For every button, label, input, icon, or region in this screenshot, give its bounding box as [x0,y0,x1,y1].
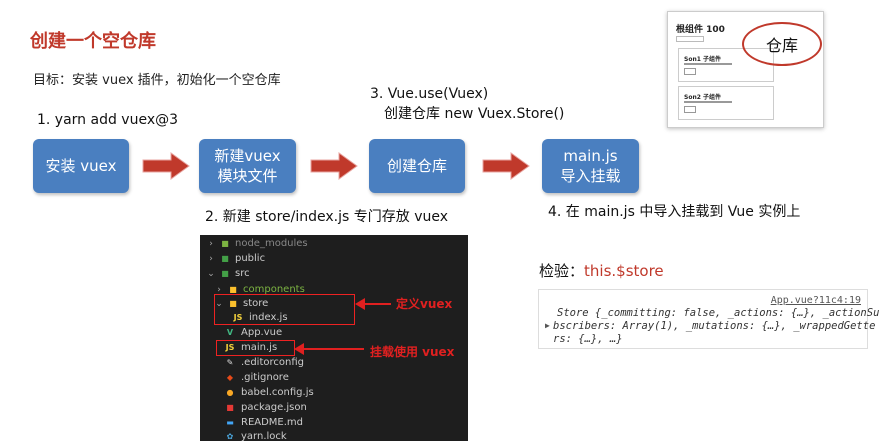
store-callout-label: 仓库 [765,36,798,55]
flow-box-create-store: 创建仓库 [369,139,465,193]
flow-box-import-mount: main.js 导入挂载 [542,139,639,193]
tree-item-package-json[interactable]: ■ package.json [200,400,490,415]
console-line-3: rs: {…}, …} [553,333,623,345]
flow-box-new-module: 新建vuex 模块文件 [199,139,296,193]
arrow-left-define-icon [355,298,391,310]
babel-file-icon: ● [226,388,234,397]
tree-item-label: main.js [241,342,278,353]
config-file-icon: ✎ [226,358,234,367]
tree-item-label: public [235,253,266,264]
main-js-highlight-box [216,340,295,356]
thumbnail-root-title: 根组件 100 [676,25,725,35]
step3-label-line2: 创建仓库 new Vuex.Store() [384,106,565,122]
tree-item-store[interactable]: ⌄ ■ store [200,296,480,311]
flow-box-install-vuex: 安装 vuex [33,139,129,193]
tree-item-components[interactable]: › ■ components [200,282,480,297]
tree-item-gitignore[interactable]: ◆ .gitignore [200,370,490,385]
markdown-file-icon: ▬ [226,418,234,427]
file-explorer: › ■ node_modules › ■ public ⌄ ■ src › ■ … [200,235,468,442]
tree-item-yarn-lock[interactable]: ✿ yarn.lock [200,429,490,444]
folder-icon: ■ [229,285,237,294]
flow-box-create-store-label: 创建仓库 [386,157,447,175]
tree-item-label: .editorconfig [241,357,304,368]
folder-icon: ■ [221,239,229,248]
npm-file-icon: ■ [226,403,234,412]
tree-item-label: yarn.lock [241,431,287,442]
chevron-right-icon: › [217,284,221,295]
vue-file-icon: V [226,328,234,337]
tree-item-label: package.json [241,402,307,413]
js-file-icon: JS [233,313,243,322]
note-define-vuex: 定义vuex [396,297,453,311]
page-title: 创建一个空仓库 [30,31,156,52]
tree-item-public[interactable]: › ■ public [200,251,472,266]
tree-item-app-vue[interactable]: V App.vue [200,325,490,340]
tree-item-label: babel.config.js [241,387,314,398]
js-file-icon: JS [225,343,235,352]
tree-item-index-js[interactable]: JS index.js [200,310,498,325]
thumbnail-input [676,36,704,42]
store-highlight-box [214,294,355,325]
thumbnail-son1-line [684,63,732,65]
chevron-down-icon: ⌄ [207,268,215,279]
flow-arrow-2-icon [310,152,358,180]
thumbnail-son2: Son2 子组件 [678,86,774,120]
check-line: 检验：this.$store [539,260,664,281]
thumbnail-son2-title: Son2 子组件 [684,94,721,101]
tree-item-label: components [243,284,305,295]
thumbnail-son2-button [684,106,696,113]
thumbnail-son2-line [684,101,732,103]
arrow-left-mount-icon [294,343,364,355]
tree-item-editorconfig[interactable]: ✎ .editorconfig [200,355,490,370]
flow-box-install-vuex-label: 安装 vuex [45,157,117,175]
folder-icon: ■ [221,254,229,263]
check-label: 检验： [539,262,585,280]
console-output: App.vue?11c4:19 ▶ Store {_committing: fa… [538,289,879,349]
flow-box-new-module-line2: 模块文件 [217,167,278,185]
tree-item-label: node_modules [235,238,308,249]
tree-item-src[interactable]: ⌄ ■ src [200,266,472,281]
tree-item-readme[interactable]: ▬ README.md [200,415,490,430]
chevron-down-icon: ⌄ [215,298,223,309]
tree-item-main-js[interactable]: JS main.js [200,340,490,355]
console-line-2: bscribers: Array(1), _mutations: {…}, _w… [553,320,876,332]
flow-box-import-mount-line1: main.js [563,147,618,165]
store-callout-oval: 仓库 [742,22,822,66]
step2-label: 2. 新建 store/index.js 专门存放 vuex [205,209,449,225]
chevron-right-icon: › [209,238,213,249]
flow-arrow-1-icon [142,152,190,180]
tree-item-node-modules[interactable]: › ■ node_modules [200,236,472,251]
goal-text: 目标：安装 vuex 插件，初始化一个空仓库 [33,73,281,88]
component-tree-thumbnail: 根组件 100 Son1 子组件 Son2 子组件 仓库 [667,11,824,128]
check-value: this.$store [584,262,664,280]
expand-triangle-icon[interactable]: ▶ [545,321,550,330]
tree-item-label: src [235,268,250,279]
tree-item-label: index.js [249,312,288,323]
thumbnail-son1-button [684,68,696,75]
tree-item-label: store [243,298,269,309]
git-file-icon: ◆ [226,373,234,382]
step3-label-line1: 3. Vue.use(Vuex) [370,86,489,102]
tree-item-label: README.md [241,417,304,428]
console-line-1: Store {_committing: false, _actions: {…}… [557,307,879,319]
note-mount-vuex: 挂载使用 vuex [370,345,455,359]
flow-arrow-3-icon [482,152,530,180]
chevron-right-icon: › [209,253,213,264]
flow-box-new-module-line1: 新建vuex [214,147,281,165]
flow-box-import-mount-line2: 导入挂载 [560,167,621,185]
tree-item-label: .gitignore [241,372,289,383]
step1-label: 1. yarn add vuex@3 [37,112,179,128]
console-source-link[interactable]: App.vue?11c4:19 [770,295,861,306]
step4-label: 4. 在 main.js 中导入挂载到 Vue 实例上 [548,204,801,220]
tree-item-babel-config[interactable]: ● babel.config.js [200,385,490,400]
folder-icon: ■ [221,269,229,278]
yarn-file-icon: ✿ [226,432,234,441]
thumbnail-son1-title: Son1 子组件 [684,56,721,63]
tree-item-label: App.vue [241,327,283,338]
folder-icon: ■ [229,299,237,308]
